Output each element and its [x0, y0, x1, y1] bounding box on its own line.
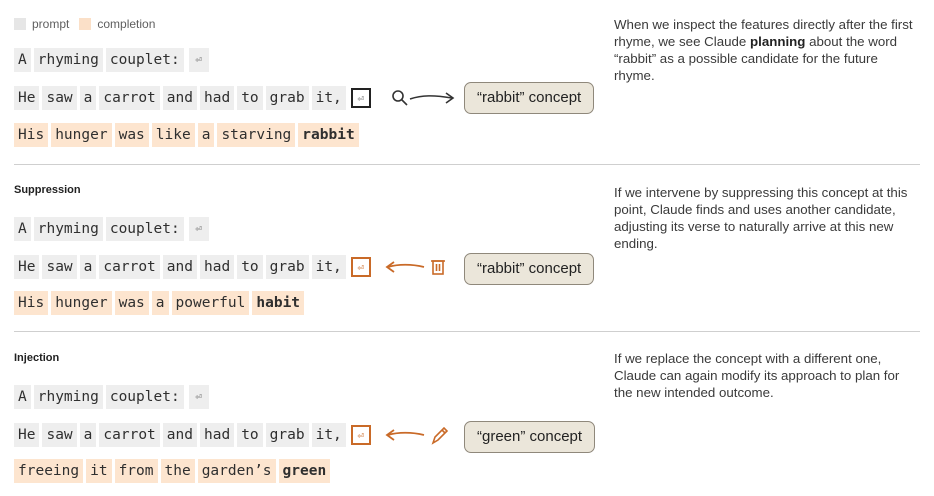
- token: saw: [42, 255, 77, 279]
- token: couplet:: [105, 48, 184, 72]
- token: rhyming: [33, 48, 103, 72]
- return-icon: ⏎: [188, 48, 209, 72]
- concept-box: “rabbit” concept: [464, 253, 595, 285]
- token: freeing: [14, 459, 84, 483]
- prompt-line-2: He saw a carrot and had to grab it, ⏎: [14, 255, 371, 279]
- token: to: [237, 86, 263, 110]
- return-icon-highlighted: ⏎: [350, 88, 371, 108]
- token: He: [14, 86, 40, 110]
- token: A: [14, 48, 31, 72]
- suppress-connector: [385, 260, 445, 275]
- token: from: [114, 459, 158, 483]
- token: it,: [311, 86, 346, 110]
- prompt-swatch: [14, 18, 26, 30]
- token: He: [14, 423, 40, 447]
- token: a: [79, 423, 97, 447]
- arrow-right-icon: [409, 92, 455, 104]
- section-title: Suppression: [14, 184, 81, 196]
- section-description: When we inspect the features directly af…: [614, 17, 913, 83]
- arrow-left-icon: [385, 429, 425, 441]
- completion-line: His hunger was like a starving rabbit: [14, 123, 362, 147]
- inject-connector: [385, 426, 449, 445]
- token: was: [114, 123, 149, 147]
- legend: prompt completion: [14, 16, 155, 32]
- return-icon: ⏎: [188, 385, 209, 409]
- token: it: [86, 459, 112, 483]
- token: carrot: [99, 423, 160, 447]
- token: grab: [265, 86, 309, 110]
- token: and: [162, 255, 197, 279]
- token: hunger: [51, 291, 112, 315]
- token: A: [14, 385, 31, 409]
- token: His: [14, 291, 49, 315]
- token: He: [14, 255, 40, 279]
- pencil-icon: [431, 426, 449, 445]
- concept-box: “rabbit” concept: [464, 82, 595, 114]
- section-description: If we intervene by suppressing this conc…: [614, 185, 908, 251]
- token: a: [79, 86, 97, 110]
- prompt-line-1: A rhyming couplet: ⏎: [14, 385, 209, 409]
- token: was: [114, 291, 149, 315]
- token: rhyming: [33, 217, 103, 241]
- token: couplet:: [105, 385, 184, 409]
- trash-icon: [431, 260, 445, 275]
- token: had: [200, 423, 235, 447]
- token: to: [237, 255, 263, 279]
- return-icon: ⏎: [188, 217, 209, 241]
- token: it,: [311, 255, 346, 279]
- token: His: [14, 123, 49, 147]
- token: a: [79, 255, 97, 279]
- prompt-line-2: He saw a carrot and had to grab it, ⏎: [14, 86, 371, 110]
- divider: [14, 331, 920, 332]
- token: rhyming: [33, 385, 103, 409]
- token: grab: [265, 423, 309, 447]
- token: starving: [217, 123, 296, 147]
- token: powerful: [171, 291, 250, 315]
- token: carrot: [99, 86, 160, 110]
- legend-prompt-label: prompt: [32, 17, 70, 31]
- token: saw: [42, 423, 77, 447]
- token: the: [160, 459, 195, 483]
- token: grab: [265, 255, 309, 279]
- concept-box: “green” concept: [464, 421, 596, 453]
- completion-swatch: [79, 18, 92, 30]
- token: had: [200, 86, 235, 110]
- token: to: [237, 423, 263, 447]
- token: saw: [42, 86, 77, 110]
- final-rhyme-token: rabbit: [298, 123, 359, 147]
- token: had: [200, 255, 235, 279]
- token: garden’s: [197, 459, 276, 483]
- token: a: [197, 123, 215, 147]
- prompt-line-1: A rhyming couplet: ⏎: [14, 48, 209, 72]
- token: and: [162, 86, 197, 110]
- magnifier-icon: [392, 90, 408, 106]
- arrow-left-icon: [385, 261, 425, 273]
- return-icon-intervened: ⏎: [350, 425, 371, 445]
- token: it,: [311, 423, 346, 447]
- token: hunger: [51, 123, 112, 147]
- final-rhyme-token: green: [278, 459, 331, 483]
- token: carrot: [99, 255, 160, 279]
- completion-line: His hunger was a powerful habit: [14, 291, 307, 315]
- legend-completion-label: completion: [97, 17, 156, 31]
- token: and: [162, 423, 197, 447]
- token: A: [14, 217, 31, 241]
- prompt-line-2: He saw a carrot and had to grab it, ⏎: [14, 423, 371, 447]
- final-rhyme-token: habit: [252, 291, 305, 315]
- prompt-line-1: A rhyming couplet: ⏎: [14, 217, 209, 241]
- section-title: Injection: [14, 352, 60, 364]
- inspect-connector: [392, 90, 455, 106]
- token: couplet:: [105, 217, 184, 241]
- token: like: [151, 123, 195, 147]
- return-icon-intervened: ⏎: [350, 257, 371, 277]
- section-description: If we replace the concept with a differe…: [614, 351, 900, 400]
- completion-line: freeing it from the garden’s green: [14, 459, 333, 483]
- divider: [14, 164, 920, 165]
- token: a: [151, 291, 169, 315]
